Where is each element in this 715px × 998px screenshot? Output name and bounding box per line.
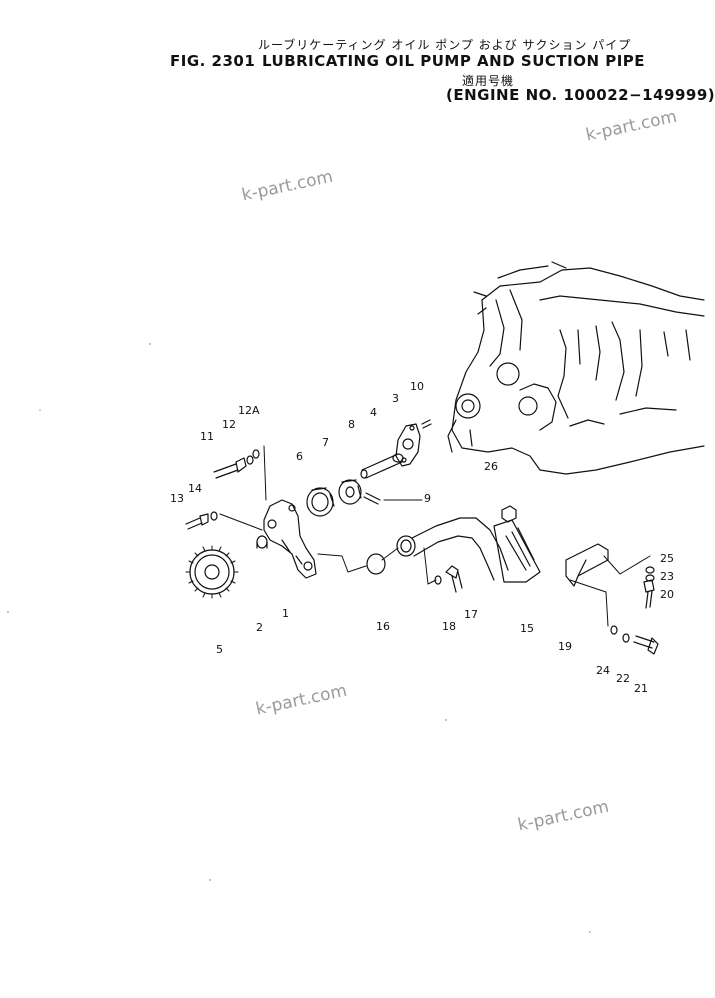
callout-20: 20 [660, 588, 674, 601]
callout-7: 7 [322, 436, 329, 449]
applicability-japanese: 適用号機 [462, 74, 515, 88]
callout-18: 18 [442, 620, 456, 633]
outer-rotor [306, 487, 335, 517]
callout-23: 23 [660, 570, 674, 583]
callout-11: 11 [200, 430, 214, 443]
callout-25: 25 [660, 552, 674, 565]
title-english: LUBRICATING OIL PUMP AND SUCTION PIPE [262, 52, 646, 70]
callout-19: 19 [558, 640, 572, 653]
callout-14: 14 [188, 482, 202, 495]
o-ring [366, 553, 386, 575]
title-japanese: ルーブリケーティング オイル ポンプ および サクション パイプ [258, 38, 632, 52]
callout-15: 15 [520, 622, 534, 635]
washer [252, 449, 260, 459]
figure-number: FIG. 2301 [170, 52, 256, 70]
callout-12: 12 [222, 418, 236, 431]
callout-16: 16 [376, 620, 390, 633]
dowel-pin [421, 419, 432, 429]
callout-12a: 12A [238, 404, 260, 417]
suction-pipe [396, 517, 541, 583]
pin [363, 492, 381, 505]
callout-22: 22 [616, 672, 630, 685]
bolt [185, 513, 209, 530]
pump-shaft [360, 453, 403, 479]
bolt [643, 579, 655, 609]
washer [622, 633, 630, 643]
callout-6: 6 [296, 450, 303, 463]
nut [501, 505, 517, 523]
drive-gear [185, 545, 239, 599]
engine-serial-range: (ENGINE NO. 100022−149999) [446, 86, 715, 104]
inner-rotor [338, 479, 362, 505]
callout-17: 17 [464, 608, 478, 621]
scan-specks [7, 343, 591, 933]
washer [246, 455, 254, 465]
bolt [213, 457, 247, 479]
callout-24: 24 [596, 664, 610, 677]
bolt [633, 635, 659, 655]
leader-lines [219, 445, 651, 627]
part-callouts: 1 2 3 4 5 6 7 8 9 10 11 12 12A 13 14 15 … [170, 380, 674, 695]
washer [645, 566, 655, 574]
bracket [565, 543, 609, 587]
callout-3: 3 [392, 392, 399, 405]
callout-10: 10 [410, 380, 424, 393]
callout-4: 4 [370, 406, 377, 419]
callout-5: 5 [216, 643, 223, 656]
callout-1: 1 [282, 607, 289, 620]
callout-2: 2 [256, 621, 263, 634]
oil-pump-body [263, 499, 317, 579]
bushing [256, 535, 268, 549]
pump-cover [395, 423, 421, 467]
callout-26: 26 [484, 460, 498, 473]
callout-9: 9 [424, 492, 431, 505]
washer [210, 511, 218, 521]
bolt [445, 565, 463, 593]
engine-block-drawing [447, 261, 705, 475]
washer [645, 574, 655, 582]
washer [610, 625, 618, 635]
callout-8: 8 [348, 418, 355, 431]
callout-13: 13 [170, 492, 184, 505]
callout-21: 21 [634, 682, 648, 695]
